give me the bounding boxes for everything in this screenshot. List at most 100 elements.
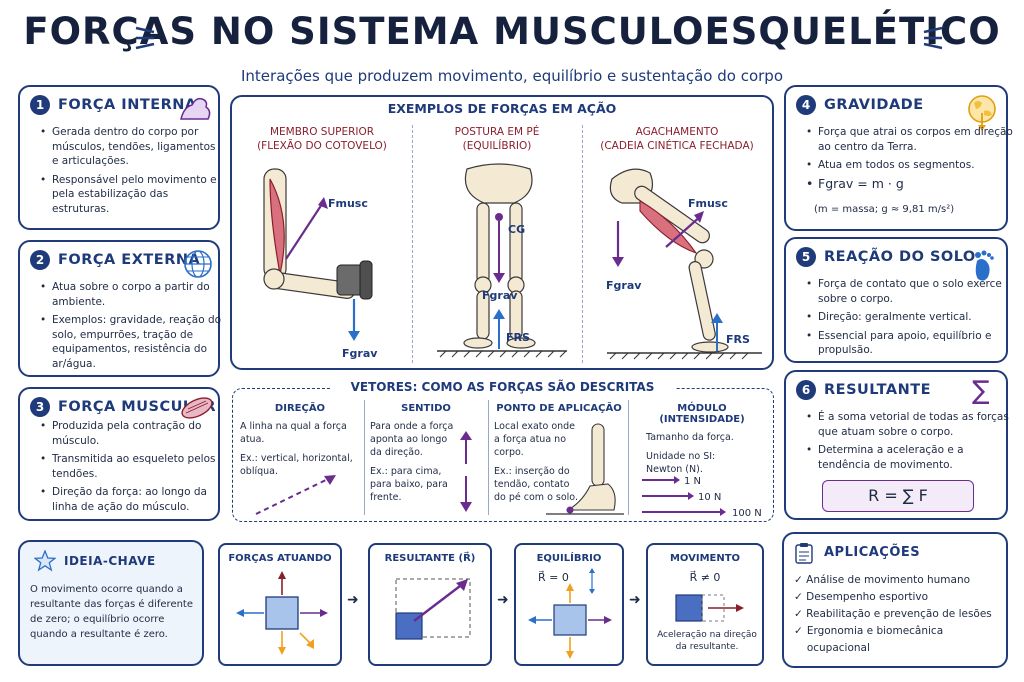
mag-100: 100 N: [732, 508, 762, 519]
formula-note: (m = massa; g ≈ 9,81 m/s²): [814, 204, 955, 215]
footprint-icon: [975, 250, 994, 281]
foot-contact-illustration: [546, 423, 624, 515]
fmusc-label: Fmusc: [328, 197, 368, 210]
bullet: Determina a aceleração e a tendência de …: [806, 443, 1014, 472]
title-deco-right: [923, 26, 943, 50]
flow-title: RESULTANTE (R⃗): [384, 553, 476, 564]
col-text: Tamanho da força.: [646, 432, 734, 443]
flow-movimento: MOVIMENTO R⃗ ≠ 0 Aceleração na direção d…: [646, 543, 764, 666]
mag-1: 1 N: [684, 476, 701, 487]
bullet: Direção: geralmente vertical.: [806, 310, 1014, 325]
arm-flex-icon: [180, 97, 211, 120]
panel-membro-superior: MEMBRO SUPERIOR (FLEXÃO DO COTOVELO): [232, 125, 412, 153]
fgrav-label: Fgrav: [606, 279, 642, 292]
bullet: É a soma vetorial de todas as forças que…: [806, 410, 1014, 439]
panel-subtitle: (EQUILÍBRIO): [462, 140, 532, 152]
flow-arrow-icon: ➜: [347, 592, 359, 608]
panel-title: POSTURA EM PÉ: [454, 126, 540, 138]
page-title: FORÇAS NO SISTEMA MUSCULOESQUELÉTICO: [23, 10, 1001, 53]
check-icon: ✓: [794, 591, 803, 603]
panel-subtitle: (FLEXÃO DO COTOVELO): [257, 140, 387, 152]
col-text: Para onde a força aponta ao longo da dir…: [370, 421, 454, 458]
ideia-text: O movimento ocorre quando a resultante d…: [30, 584, 194, 640]
card-resultante: 6 RESULTANTE ∑ É a soma vetorial de toda…: [784, 370, 1009, 520]
globe-icon: [184, 250, 212, 278]
vector-col-direcao: DIREÇÃO A linha na qual a força atua. Ex…: [240, 403, 360, 478]
aplicacoes-title: APLICAÇÕES: [824, 545, 921, 560]
flow-eq: R⃗ ≠ 0: [689, 571, 721, 584]
bullet: Gerada dentro do corpo por músculos, ten…: [40, 125, 222, 169]
card-number: 6: [796, 380, 816, 400]
card-title: FORÇA INTERNA: [58, 97, 197, 113]
col-title: SENTIDO: [401, 403, 451, 414]
card-aplicacoes: APLICAÇÕES ✓ Análise de movimento humano…: [782, 532, 1008, 668]
check-icon: ✓: [794, 574, 803, 586]
squat-illustration: Fmusc Fgrav FRS: [606, 168, 762, 360]
col-title: MÓDULO (INTENSIDADE): [659, 403, 745, 425]
bullet: Produzida pela contração do músculo.: [40, 419, 224, 448]
flow-note: Aceleração na direção da resultante.: [657, 630, 757, 652]
examples-title: EXEMPLOS DE FORÇAS EM AÇÃO: [387, 101, 617, 116]
flow-title: MOVIMENTO: [669, 553, 741, 564]
vector-col-modulo: MÓDULO (INTENSIDADE) Tamanho da força. U…: [634, 403, 770, 476]
clipboard-icon: [795, 543, 813, 564]
list-item: ✓ Reabilitação e prevenção de lesões: [794, 608, 992, 620]
star-icon: [34, 550, 56, 572]
fgrav-label: Fgrav: [342, 347, 378, 360]
panel-agachamento: AGACHAMENTO (CADEIA CINÉTICA FECHADA): [582, 125, 772, 153]
flow-title: FORÇAS ATUANDO: [228, 553, 332, 564]
bullet: Direção da força: ao longo da linha de a…: [40, 485, 224, 514]
bullet: Força que atrai os corpos em direção ao …: [806, 125, 1014, 154]
flow-resultante: RESULTANTE (R⃗): [368, 543, 492, 666]
fmusc-label: Fmusc: [688, 197, 728, 210]
flow-equilibrio: EQUILÍBRIO R⃗ = 0: [514, 543, 624, 666]
vector-col-ponto: PONTO DE APLICAÇÃO Local exato onde a fo…: [494, 403, 624, 504]
cg-label: CG: [508, 223, 525, 236]
aplicacoes-list: ✓ Análise de movimento humano ✓ Desempen…: [794, 572, 1004, 657]
frs-label: FRS: [506, 331, 530, 344]
card-number: 4: [796, 95, 816, 115]
bullet: Responsável pelo movimento e pela estabi…: [40, 173, 222, 217]
resultant-diagram: [395, 578, 471, 640]
card-title: REAÇÃO DO SOLO: [824, 249, 976, 265]
magnitude-arrows: 1 N 10 N 100 N: [642, 476, 762, 519]
elbow-flexion-illustration: Fmusc Fgrav: [263, 168, 378, 360]
earth-gravity-icon: [968, 95, 996, 131]
page-subtitle: Interações que produzem movimento, equil…: [240, 67, 783, 85]
col-example: Unidade no SI: Newton (N).: [646, 451, 716, 475]
frs-label: FRS: [726, 333, 750, 346]
panel-subtitle: (CADEIA CINÉTICA FECHADA): [600, 140, 754, 152]
standing-posture-illustration: CG Fgrav FRS: [437, 163, 567, 358]
examples-panel: EXEMPLOS DE FORÇAS EM AÇÃO MEMBRO SUPERI…: [230, 95, 774, 370]
forces-acting-diagram: [236, 571, 328, 655]
card-forca-muscular: 3 FORÇA MUSCULAR Produzida pela contraçã…: [18, 387, 220, 521]
muscle-fiber-icon: [181, 397, 213, 419]
flow-title: EQUILÍBRIO: [536, 553, 602, 564]
mag-10: 10 N: [698, 492, 721, 503]
up-down-arrows-icon: [460, 431, 472, 512]
col-example: Ex.: para cima, para baixo, para frente.: [370, 466, 448, 503]
card-title: FORÇA MUSCULAR: [58, 399, 216, 415]
col-title: PONTO DE APLICAÇÃO: [496, 403, 622, 414]
flow-arrow-icon: ➜: [629, 592, 641, 608]
fgrav-label: Fgrav: [482, 289, 518, 302]
card-title: RESULTANTE: [824, 382, 932, 398]
bullet: Transmitida ao esqueleto pelos tendões.: [40, 452, 224, 481]
sigma-icon: ∑: [972, 376, 990, 406]
vectors-title: VETORES: COMO AS FORÇAS SÃO DESCRITAS: [330, 380, 675, 394]
bullet: Atua sobre o corpo a partir do ambiente.: [40, 280, 224, 309]
list-item: ✓ Análise de movimento humano: [794, 574, 971, 586]
resultant-formula: R = ∑ F: [822, 480, 974, 512]
check-icon: ✓: [794, 608, 803, 620]
card-number: 3: [30, 397, 50, 417]
vector-col-sentido: SENTIDO Para onde a força aponta ao long…: [370, 403, 482, 504]
col-example: Ex.: inserção do tendão, contato do pé c…: [494, 466, 578, 503]
card-gravidade: 4 GRAVIDADE Força que atrai os corpos em…: [784, 85, 1013, 231]
panel-postura: POSTURA EM PÉ (EQUILÍBRIO): [412, 125, 582, 153]
bullet: Essencial para apoio, equilíbrio e propu…: [806, 329, 1014, 358]
card-number: 5: [796, 247, 816, 267]
card-ideia-chave: IDEIA-CHAVE O movimento ocorre quando a …: [18, 540, 204, 666]
card-number: 2: [30, 250, 50, 270]
bullet: Fgrav = m · g: [806, 176, 1014, 192]
card-title: GRAVIDADE: [824, 97, 924, 113]
